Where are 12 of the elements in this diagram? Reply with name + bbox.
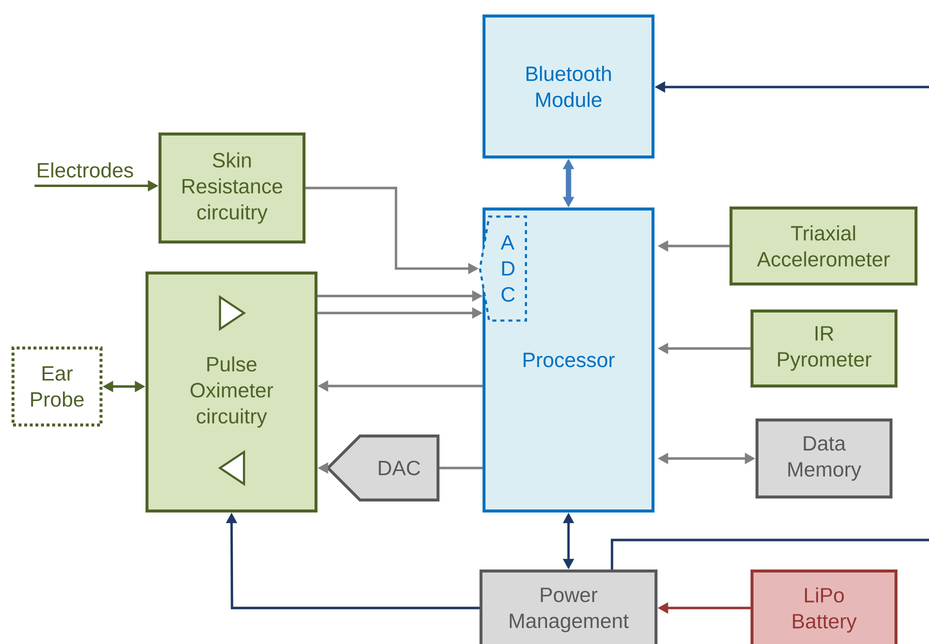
converter-block: A D C	[478, 215, 528, 322]
sensor-box: Triaxial Accelerometer	[730, 206, 918, 286]
power-box: Power Management	[480, 570, 658, 644]
circuit-box: Skin Resistance circuitry	[158, 132, 306, 244]
converter-block: DAC	[326, 434, 440, 502]
probe-box: Ear Probe	[12, 346, 102, 426]
module-box: Bluetooth Module	[482, 14, 654, 158]
input-label: Electrodes	[38, 162, 134, 178]
battery-box: LiPo Battery	[750, 570, 898, 644]
memory-box: Data Memory	[756, 418, 892, 498]
sensor-box: IR Pyrometer	[750, 310, 898, 388]
circuit-box: Pulse Oximeter circuitry	[146, 272, 318, 512]
